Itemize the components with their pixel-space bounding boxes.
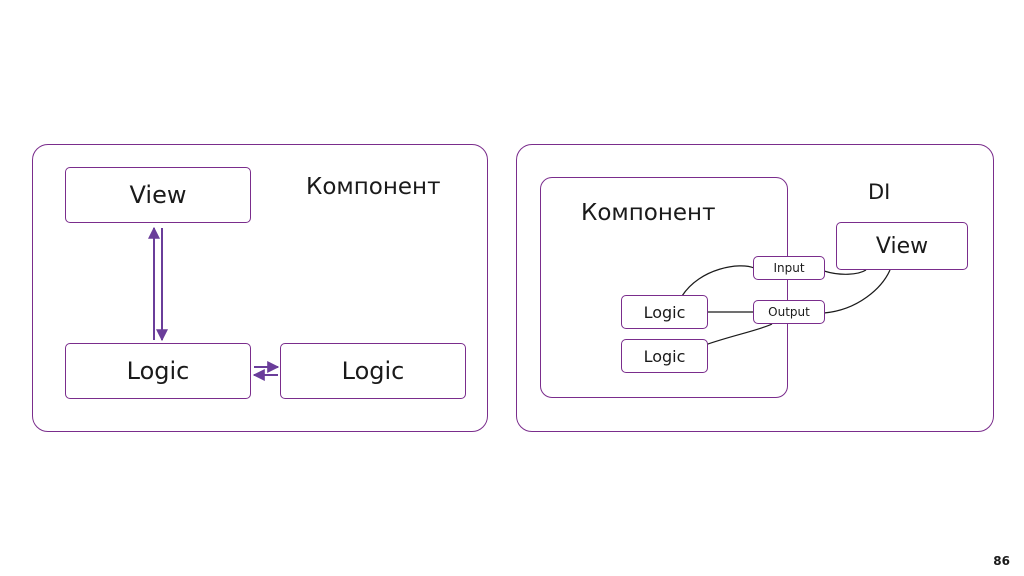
right-view-label: View [875, 233, 929, 259]
left-logic2-box: Logic [280, 343, 466, 399]
output-to-view-line [823, 269, 891, 314]
input-to-view-line [823, 269, 867, 275]
logic2-to-output-line [704, 323, 773, 346]
left-logic-label: Logic [126, 357, 190, 385]
input-label: Input [773, 261, 805, 275]
left-logic2-label: Logic [341, 357, 405, 385]
right-logic2-label: Logic [643, 346, 686, 366]
inner-component-title: Компонент [581, 200, 716, 226]
right-panel-title: DI [868, 180, 891, 204]
logic-to-input-line [681, 265, 755, 297]
right-logic-box: Logic [621, 295, 708, 329]
left-logic-box: Logic [65, 343, 251, 399]
left-view-box: View [65, 167, 251, 223]
right-view-box: View [836, 222, 968, 270]
output-label: Output [768, 305, 810, 319]
page-number: 86 [993, 554, 1010, 568]
output-box: Output [753, 300, 825, 324]
input-box: Input [753, 256, 825, 280]
right-logic-label: Logic [643, 302, 686, 322]
left-panel-title: Компонент [306, 174, 441, 200]
right-logic2-box: Logic [621, 339, 708, 373]
left-view-label: View [129, 181, 187, 209]
